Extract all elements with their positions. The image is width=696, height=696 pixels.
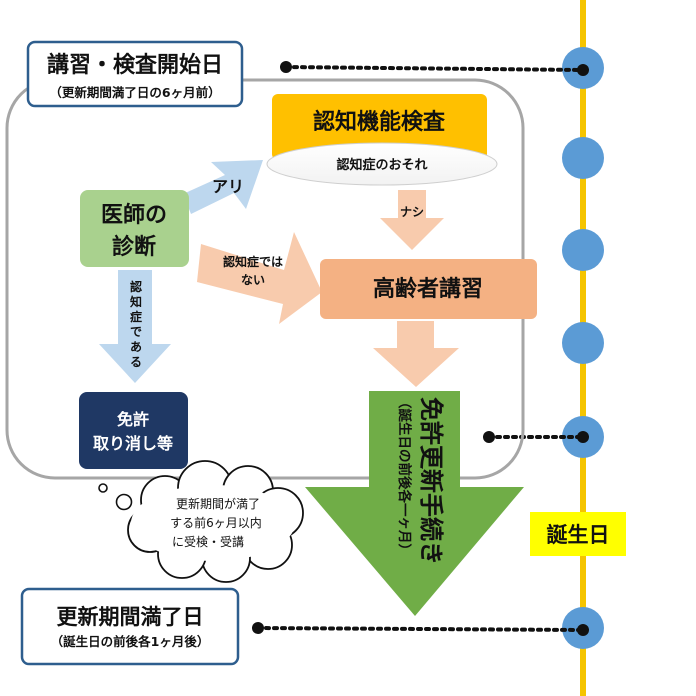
connector-renewal-dot xyxy=(483,431,495,443)
start-box-title: 講習・検査開始日 xyxy=(47,52,223,78)
cloud-tail-small xyxy=(98,483,108,493)
arrow-is-dementia-label: 認 知 症 で あ る xyxy=(129,279,142,369)
arrow-ari-label: アリ xyxy=(212,177,244,196)
arrow-not-dementia-label-2: ない xyxy=(241,273,265,287)
connector-start-dot xyxy=(280,61,292,73)
connector-start-end-dot xyxy=(577,64,589,76)
renewal-title: 免許更新手続き xyxy=(417,397,445,565)
arrow-is-dementia xyxy=(99,270,171,383)
lecture-box-title: 高齢者講習 xyxy=(373,276,483,302)
birthday-label: 誕生日 xyxy=(547,523,610,547)
arrow-is-dementia-char: で xyxy=(130,325,142,339)
arrow-to-renewal xyxy=(373,321,459,387)
connector-end-dot xyxy=(252,622,264,634)
arrow-not-dementia-label-1: 認知症では xyxy=(223,254,283,269)
connector-renewal-end-dot xyxy=(577,431,589,443)
cloud-line3: に受検・受講 xyxy=(172,534,244,549)
connector-start xyxy=(284,65,585,72)
arrow-is-dementia-char: あ xyxy=(130,340,142,354)
timeline-dot xyxy=(562,137,604,179)
arrow-not-dementia xyxy=(197,232,322,324)
doctor-box-line1: 医師の xyxy=(101,202,167,228)
cloud-note: 更新期間が満了 する前6ヶ月以内 に受検・受講 xyxy=(98,460,304,583)
revoke-box-line2: 取り消し等 xyxy=(93,434,173,453)
cloud-body xyxy=(131,485,295,561)
arrow-is-dementia-char: 症 xyxy=(130,309,142,324)
revoke-box-line1: 免許 xyxy=(117,410,149,429)
doctor-box-line2: 診断 xyxy=(112,234,156,260)
timeline-dot xyxy=(562,229,604,271)
cloud-line2: する前6ヶ月以内 xyxy=(170,515,262,530)
arrow-is-dementia-char: 知 xyxy=(129,294,142,309)
arrow-ari xyxy=(183,160,263,214)
cognitive-test-title: 認知機能検査 xyxy=(313,109,446,135)
arrow-is-dementia-char: る xyxy=(130,355,142,369)
cognitive-test-note: 認知症のおそれ xyxy=(336,157,427,173)
arrow-nashi xyxy=(380,190,444,250)
timeline-dot xyxy=(562,322,604,364)
end-box xyxy=(20,587,240,666)
arrow-nashi-label: ナシ xyxy=(400,205,424,219)
renewal-arrow xyxy=(305,391,524,616)
connector-end-end-dot xyxy=(577,624,589,636)
birthday-label-box xyxy=(530,512,626,556)
end-box-title: 更新期間満了日 xyxy=(57,605,204,629)
doctor-box xyxy=(80,190,189,267)
cloud-tail-large xyxy=(115,493,133,511)
revoke-box xyxy=(79,392,188,469)
end-box-subtitle: （誕生日の前後各1ヶ月後） xyxy=(51,634,210,649)
arrow-is-dementia-char: 認 xyxy=(130,279,142,294)
renewal-note: （誕生日の前後各一ヶ月） xyxy=(396,395,413,557)
cognitive-test-note-bubble xyxy=(266,142,498,186)
lecture-box xyxy=(320,259,537,319)
start-box xyxy=(26,40,244,108)
start-box-subtitle: （更新期間満了日の6ヶ月前） xyxy=(49,85,220,100)
cloud-line1: 更新期間が満了 xyxy=(176,496,260,511)
connector-end xyxy=(256,626,585,632)
cognitive-test-box xyxy=(272,94,487,160)
